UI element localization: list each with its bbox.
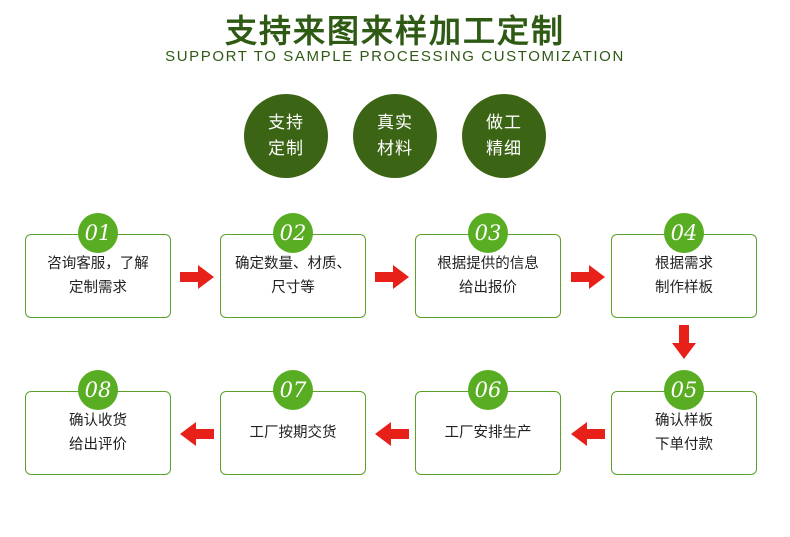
step-text: 确定数量、材质、: [235, 256, 351, 272]
feature-line: 真实: [377, 113, 413, 133]
step-text: 定制需求: [69, 280, 127, 296]
feature-circle-material: 真实 材料: [353, 94, 437, 178]
arrow-right-icon: [375, 265, 409, 289]
step-text: 工厂按期交货: [249, 425, 337, 441]
feature-line: 材料: [377, 139, 413, 159]
step-number-badge: 03: [468, 213, 508, 253]
step-text: 下单付款: [655, 437, 713, 453]
step-number-badge: 04: [664, 213, 704, 253]
step-text: 咨询客服，了解: [47, 256, 149, 272]
step-number-badge: 01: [78, 213, 118, 253]
step-text: 给出评价: [69, 437, 127, 453]
arrow-left-icon: [375, 422, 409, 446]
step-text: 给出报价: [459, 280, 517, 296]
arrow-left-icon: [180, 422, 214, 446]
feature-line: 做工: [486, 113, 522, 133]
feature-circle-custom: 支持 定制: [244, 94, 328, 178]
step-text: 确认收货: [69, 413, 127, 429]
step-box-05: 确认样板 下单付款: [611, 391, 757, 475]
arrow-right-icon: [180, 265, 214, 289]
step-number-badge: 07: [273, 370, 313, 410]
arrow-right-icon: [571, 265, 605, 289]
step-text: 尺寸等: [271, 280, 315, 296]
step-text: 制作样板: [655, 280, 713, 296]
step-text: 确认样板: [655, 413, 713, 429]
step-number-badge: 05: [664, 370, 704, 410]
feature-line: 精细: [486, 139, 522, 159]
step-number-badge: 06: [468, 370, 508, 410]
feature-line: 支持: [268, 113, 304, 133]
step-number-badge: 08: [78, 370, 118, 410]
step-number-badge: 02: [273, 213, 313, 253]
step-text: 根据需求: [655, 256, 713, 272]
page-title: 支持来图来样加工定制: [224, 12, 565, 50]
feature-line: 定制: [268, 139, 304, 159]
step-text: 工厂安排生产: [444, 425, 532, 441]
arrow-down-icon: [672, 325, 696, 359]
page-subtitle: SUPPORT TO SAMPLE PROCESSING CUSTOMIZATI…: [165, 48, 625, 65]
feature-circle-workmanship: 做工 精细: [462, 94, 546, 178]
step-text: 根据提供的信息: [437, 256, 539, 272]
arrow-left-icon: [571, 422, 605, 446]
